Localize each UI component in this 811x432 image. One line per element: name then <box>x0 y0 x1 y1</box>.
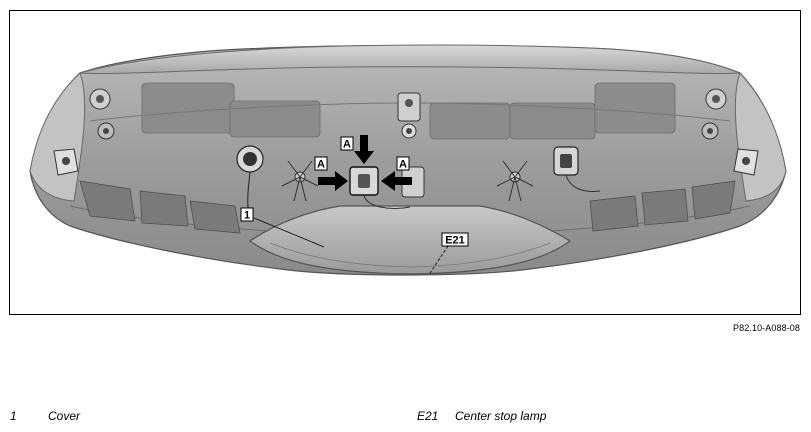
callout-center-stop-lamp-text: E21 <box>445 235 465 247</box>
right-connector <box>553 146 601 192</box>
left-grommet <box>236 145 264 217</box>
legend-item-center-stop-lamp: E21 Center stop lamp <box>417 409 546 423</box>
lower-left-structure <box>79 180 241 234</box>
cover-panel <box>248 205 572 275</box>
callout-arrow-right: A <box>396 156 410 171</box>
callout-center-stop-lamp: E21 <box>429 232 469 274</box>
left-spring-clip <box>281 160 319 202</box>
legend-item-cover: 1 Cover <box>10 409 80 423</box>
callout-arrow-left: A <box>314 156 328 171</box>
arrow-a-right-graphic <box>381 171 412 191</box>
left-end-cap <box>29 72 86 202</box>
legend-label: Cover <box>48 409 81 423</box>
trunk-lid-illustration: A A A 1 E21 <box>29 44 787 276</box>
right-hinge-mount <box>701 88 759 176</box>
legend-number: E21 <box>417 409 439 423</box>
recessed-panels <box>141 82 676 140</box>
legend-number: 1 <box>10 409 17 423</box>
callout-arrow-top-text: A <box>343 139 351 151</box>
arrow-a-left-graphic <box>318 171 348 191</box>
callout-arrow-top: A <box>340 136 354 151</box>
lower-right-structure <box>589 180 736 232</box>
figure-reference: P82.10-A088-08 <box>733 323 800 333</box>
callout-arrow-right-text: A <box>399 159 407 171</box>
arrow-a-top-graphic <box>354 135 374 164</box>
left-hinge-mount <box>53 88 115 176</box>
center-latch <box>397 92 421 139</box>
callout-cover: 1 <box>240 207 325 248</box>
stop-lamp-retaining-clip <box>349 166 425 209</box>
right-end-cap <box>734 72 787 202</box>
callout-arrow-left-text: A <box>317 159 325 171</box>
right-spring-clip <box>496 160 534 202</box>
illustration-frame: A A A 1 E21 <box>9 10 801 315</box>
callout-cover-text: 1 <box>244 210 250 222</box>
legend-label: Center stop lamp <box>455 409 547 423</box>
